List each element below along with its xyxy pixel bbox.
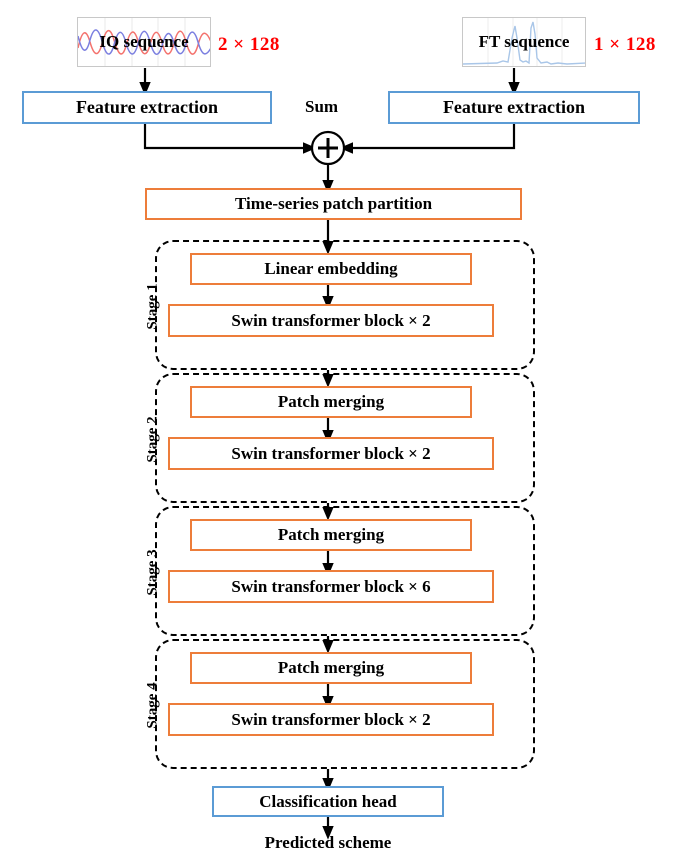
stage-4-label: Stage 4 — [144, 682, 161, 729]
iq-waveform-icon — [78, 18, 210, 66]
stage-3-patch-merging[interactable]: Patch merging — [190, 519, 472, 551]
stage-2-label: Stage 2 — [144, 416, 161, 463]
ft-shape-annotation: 1 × 128 — [594, 34, 656, 55]
stage-4-swin-block[interactable]: Swin transformer block × 2 — [168, 703, 494, 736]
stage-2-patch-merging[interactable]: Patch merging — [190, 386, 472, 418]
feature-extraction-right[interactable]: Feature extraction — [388, 91, 640, 124]
stage-1-container — [155, 240, 535, 370]
stage-4-container — [155, 639, 535, 769]
stage-2-container — [155, 373, 535, 503]
stage-1-label: Stage 1 — [144, 283, 161, 330]
predicted-scheme-output: Predicted scheme — [264, 833, 392, 852]
iq-shape-annotation: 2 × 128 — [218, 34, 280, 55]
time-series-patch-partition[interactable]: Time-series patch partition — [145, 188, 522, 220]
stage-1-swin-block[interactable]: Swin transformer block × 2 — [168, 304, 494, 337]
ft-sequence-label: FT sequence — [478, 32, 570, 51]
stage-3-container — [155, 506, 535, 636]
stage-2-swin-block[interactable]: Swin transformer block × 2 — [168, 437, 494, 470]
iq-sequence-label: IQ sequence — [99, 32, 189, 51]
classification-head[interactable]: Classification head — [212, 786, 444, 817]
ft-spectrum-icon — [463, 18, 585, 66]
sum-label: Sum — [305, 97, 339, 116]
stage-3-label: Stage 3 — [144, 549, 161, 596]
feature-extraction-left[interactable]: Feature extraction — [22, 91, 272, 124]
iq-sequence-thumbnail: IQ sequence — [77, 17, 211, 67]
stage-3-swin-block[interactable]: Swin transformer block × 6 — [168, 570, 494, 603]
sum-circle — [310, 130, 346, 166]
stage-4-patch-merging[interactable]: Patch merging — [190, 652, 472, 684]
ft-sequence-thumbnail: FT sequence — [462, 17, 586, 67]
stage-1-linear-embedding[interactable]: Linear embedding — [190, 253, 472, 285]
